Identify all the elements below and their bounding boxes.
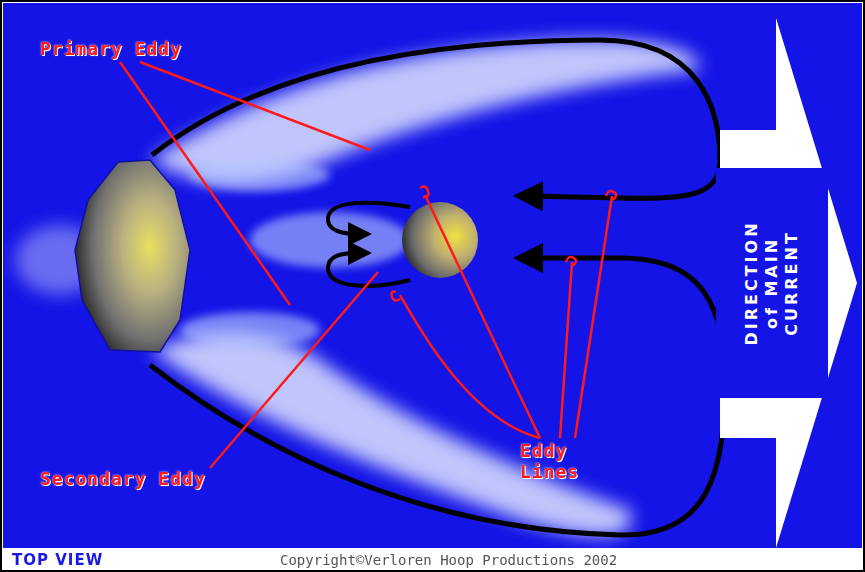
eddy-label: Primary Eddy bbox=[40, 38, 182, 59]
copyright-note: Copyright©Verloren Hoop Productions 2002 bbox=[280, 552, 617, 568]
eddy-label: Eddy Lines bbox=[520, 440, 600, 482]
eddy-label: Secondary Eddy bbox=[40, 468, 206, 489]
arrow-label: DIRECTION of MAIN CURRENT bbox=[742, 213, 802, 353]
view-label: TOP VIEW bbox=[12, 551, 103, 569]
current-arrow: DIRECTION of MAIN CURRENT bbox=[712, 18, 860, 548]
